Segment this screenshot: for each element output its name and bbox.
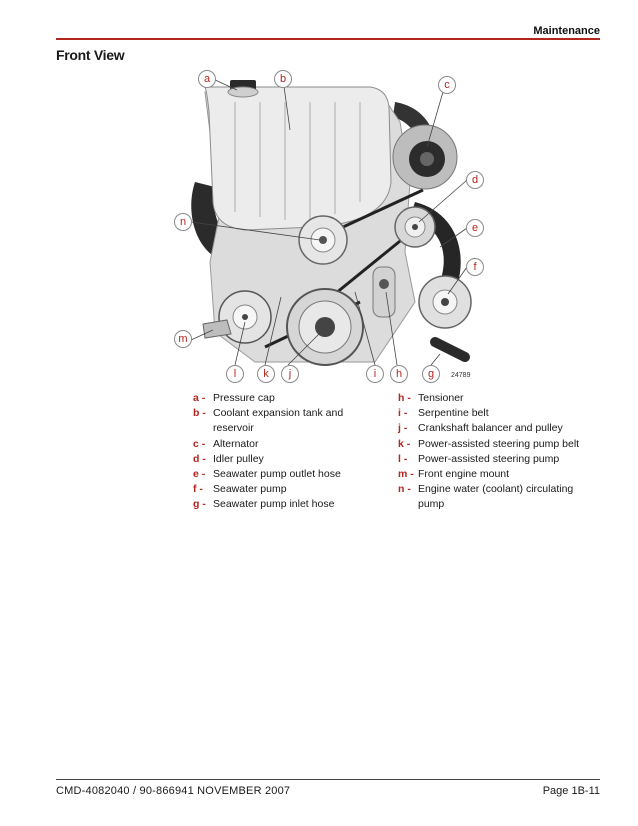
legend-text: Seawater pump outlet hose: [213, 468, 341, 481]
legend-letter: g -: [193, 498, 206, 511]
legend-item: i - Serpentine belt: [398, 406, 598, 421]
legend-letter: h -: [398, 392, 411, 404]
legend-item: h - Tensioner: [398, 391, 598, 406]
legend-text: Power-assisted steering pump belt: [418, 437, 580, 450]
legend-text: Crankshaft balancer and pulley: [418, 422, 563, 435]
legend-right-column: h - Tensioner i - Serpentine belt j - Cr…: [398, 391, 598, 513]
legend-letter: i -: [398, 407, 408, 420]
legend-item: m - Front engine mount: [398, 467, 598, 482]
callout-f: f: [466, 258, 484, 276]
callout-j: j: [281, 365, 299, 383]
legend-item: k - Power-assisted steering pump belt: [398, 437, 598, 452]
page-title: Front View: [56, 47, 125, 63]
legend-letter: m -: [398, 468, 414, 481]
callout-i: i: [366, 365, 384, 383]
callout-m: m: [174, 330, 192, 348]
callout-b: b: [274, 70, 292, 88]
callout-a: a: [198, 70, 216, 88]
callout-h: h: [390, 365, 408, 383]
header-rule: [56, 38, 600, 40]
legend-item: f - Seawater pump: [193, 482, 368, 497]
legend-text: Power-assisted steering pump: [418, 452, 560, 465]
running-header: Maintenance: [533, 25, 600, 37]
legend-item: l - Power-assisted steering pump: [398, 452, 598, 467]
document-id: CMD-4082040 / 90-866941 NOVEMBER 2007: [56, 785, 291, 797]
legend-text: Alternator: [213, 437, 259, 450]
legend-letter: n -: [398, 483, 411, 496]
legend-text: Seawater pump inlet hose: [213, 498, 335, 511]
legend-text: Coolant expansion tank and reservoir: [213, 407, 344, 435]
engine-front-view-figure: a b c d e f g h i j k l m n 24789: [165, 62, 495, 387]
legend-text: Front engine mount: [418, 468, 510, 481]
legend-letter: d -: [193, 452, 206, 465]
legend-item: c - Alternator: [193, 437, 368, 452]
callout-n: n: [174, 213, 192, 231]
callout-k: k: [257, 365, 275, 383]
legend-letter: j -: [398, 422, 408, 435]
legend-letter: k -: [398, 437, 411, 450]
legend-text: Serpentine belt: [418, 407, 489, 420]
legend-letter: l -: [398, 452, 408, 465]
callout-d: d: [466, 171, 484, 189]
legend-letter: b -: [193, 407, 206, 420]
engine-illustration: [190, 78, 472, 366]
legend-letter: e -: [193, 468, 206, 481]
legend-text: Seawater pump: [213, 483, 287, 496]
legend-text: Pressure cap: [213, 392, 275, 404]
page-number: Page 1B-11: [542, 785, 600, 797]
footer-rule: [56, 779, 600, 780]
legend-item: g - Seawater pump inlet hose: [193, 497, 368, 512]
legend-letter: c -: [193, 437, 206, 450]
legend-text: Tensioner: [418, 392, 464, 404]
legend-item: d - Idler pulley: [193, 452, 368, 467]
callout-e: e: [466, 219, 484, 237]
figure-number: 24789: [451, 372, 471, 379]
callout-c: c: [438, 76, 456, 94]
legend-item: a - Pressure cap: [193, 391, 368, 406]
legend-item: b - Coolant expansion tank and reservoir: [193, 406, 368, 436]
legend-letter: f -: [193, 483, 203, 496]
legend-item: j - Crankshaft balancer and pulley: [398, 421, 598, 436]
legend-item: e - Seawater pump outlet hose: [193, 467, 368, 482]
legend-letter: a -: [193, 392, 206, 404]
callout-g: g: [422, 365, 440, 383]
legend-item: n - Engine water (coolant) circulating p…: [398, 482, 598, 512]
legend-text: Engine water (coolant) circulating pump: [418, 483, 574, 511]
callout-l: l: [226, 365, 244, 383]
legend-left-column: a - Pressure cap b - Coolant expansion t…: [193, 391, 368, 513]
legend-text: Idler pulley: [213, 452, 264, 465]
